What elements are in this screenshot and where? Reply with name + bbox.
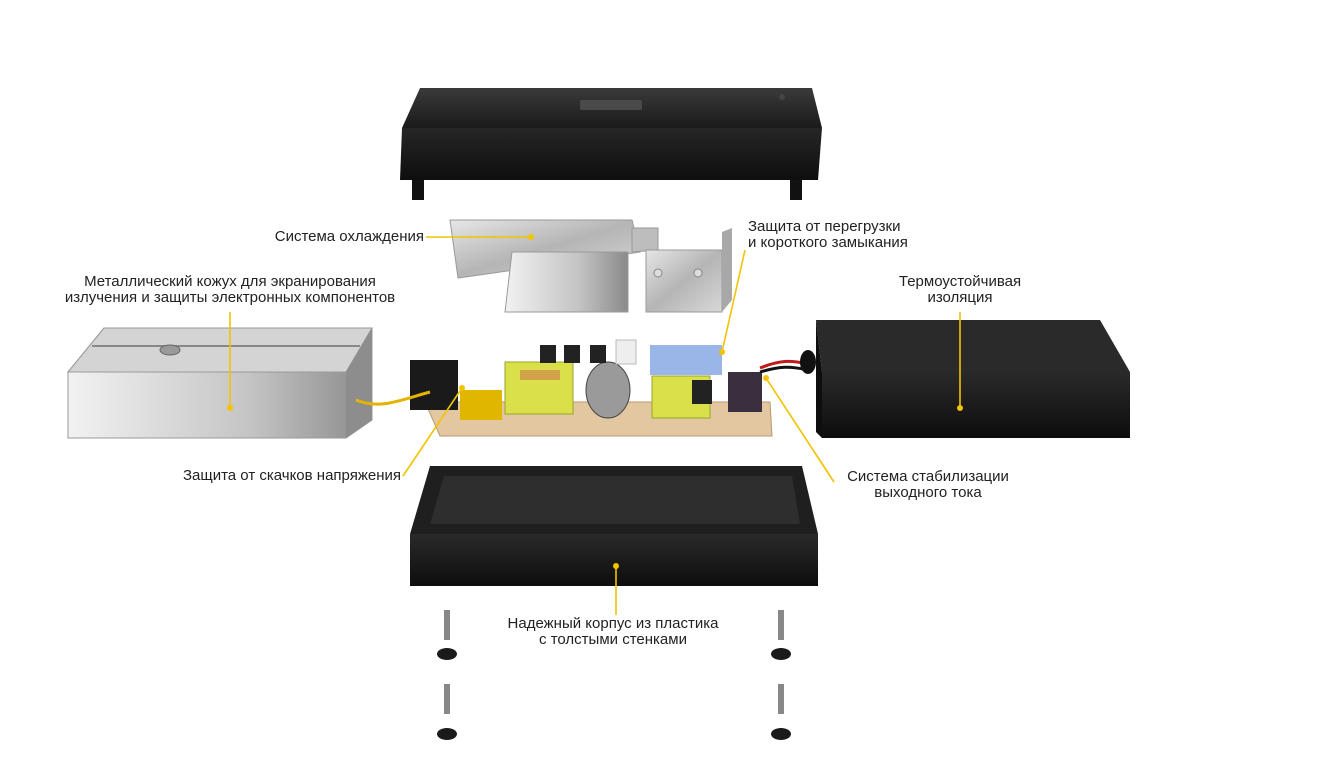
logo-plate [580, 100, 642, 110]
cooling-radiator [449, 219, 732, 313]
screw-icon [771, 610, 791, 660]
thermal-pad [650, 345, 722, 375]
bottom-case [410, 466, 818, 594]
screw-icon [771, 684, 791, 740]
screw-icon [437, 610, 457, 660]
label-surge: Защита от скачков напряжения [182, 467, 401, 484]
insulation-box [800, 320, 1130, 438]
capacitor-x [460, 390, 502, 420]
label-overload: Защита от перегрузки и короткого замыкан… [748, 218, 908, 251]
label-stabilization: Система стабилизации выходного тока [847, 468, 1009, 501]
top-lid [400, 88, 822, 200]
label-cooling: Система охлаждения [274, 228, 424, 245]
shield-wire [355, 390, 431, 406]
electrolytic-capacitor [585, 361, 631, 419]
label-shield: Металлический кожух для экранирования из… [64, 273, 396, 306]
pcb-board [355, 339, 809, 437]
metal-shield [66, 327, 373, 439]
transformer [504, 361, 574, 415]
callout-lines [227, 234, 963, 615]
screws [437, 610, 791, 740]
screw-icon [437, 684, 457, 740]
label-insulation: Термоустойчивая изоляция [898, 273, 1022, 306]
label-case: Надежный корпус из пластика с толстыми с… [507, 615, 719, 648]
indicator-dot [779, 94, 785, 100]
input-socket [410, 360, 458, 410]
